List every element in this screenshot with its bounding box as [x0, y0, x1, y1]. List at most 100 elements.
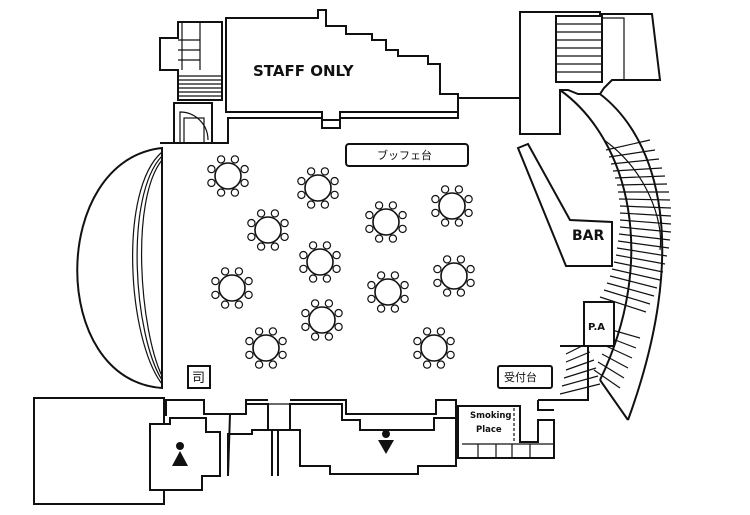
chair [332, 264, 341, 274]
chair [440, 185, 450, 194]
round-table [299, 241, 341, 283]
round-table [297, 167, 339, 209]
table-top [374, 278, 402, 306]
smoking-label-line2: Place [476, 425, 502, 435]
table-top [438, 192, 466, 220]
chair [254, 327, 264, 336]
chair [431, 194, 440, 204]
chair [322, 241, 332, 250]
chair [230, 155, 240, 164]
chair [270, 242, 280, 251]
chair [297, 190, 306, 200]
chair [299, 264, 308, 274]
chair [324, 299, 334, 308]
chair [280, 232, 289, 242]
reception-desk: 受付台 [497, 365, 553, 389]
chair [454, 218, 464, 227]
chair [240, 178, 249, 188]
chair [308, 241, 318, 250]
chair [324, 332, 334, 341]
chair [436, 360, 446, 369]
table-top [252, 334, 280, 362]
mens-restroom-icon [378, 430, 394, 454]
chair [310, 299, 320, 308]
mc-label: 司 [192, 371, 205, 386]
smoking-label-line1: Smoking [470, 411, 512, 421]
right-top-block [519, 11, 662, 135]
chair [332, 250, 341, 260]
chair [308, 274, 318, 283]
chair [466, 278, 475, 288]
chair [464, 194, 473, 204]
chair [334, 322, 343, 332]
top-left-stairs [159, 21, 223, 101]
chair [247, 218, 256, 228]
chair [413, 350, 422, 360]
pa-label: P.A [588, 322, 605, 333]
chair [220, 300, 230, 309]
chair [211, 290, 220, 300]
chair [374, 201, 384, 210]
chair [464, 208, 473, 218]
chair [256, 209, 266, 218]
stage [76, 146, 163, 390]
round-table [413, 327, 455, 369]
table-top [308, 306, 336, 334]
chair [442, 255, 452, 264]
reception-label: 受付台 [504, 370, 537, 384]
chair [400, 280, 409, 290]
chair [466, 264, 475, 274]
round-tables [207, 155, 475, 369]
chair [211, 276, 220, 286]
chair [278, 336, 287, 346]
round-table [211, 267, 253, 309]
table-top [254, 216, 282, 244]
curved-staircase [538, 89, 672, 421]
smoking-place: Smoking Place [457, 405, 555, 459]
bar-counter: BAR [516, 142, 613, 267]
table-top [440, 262, 468, 290]
chair [376, 304, 386, 313]
chair [245, 336, 254, 346]
bottom-left-room [33, 397, 165, 505]
chair [320, 167, 330, 176]
table-top [304, 174, 332, 202]
stair-door [173, 102, 213, 144]
chair [374, 234, 384, 243]
chair [367, 294, 376, 304]
chair [297, 176, 306, 186]
chair [207, 178, 216, 188]
chair [320, 200, 330, 209]
round-table [245, 327, 287, 369]
buffet-label: ブッフェ台 [377, 148, 432, 162]
chair [436, 327, 446, 336]
round-table [431, 185, 473, 227]
chair [446, 336, 455, 346]
chair [390, 304, 400, 313]
chair [230, 188, 240, 197]
chair [330, 176, 339, 186]
chair [367, 280, 376, 290]
chair [207, 164, 216, 174]
chair [244, 290, 253, 300]
round-table [367, 271, 409, 313]
table-top [420, 334, 448, 362]
table-top [218, 274, 246, 302]
chair [388, 234, 398, 243]
womens-restroom-icon [172, 442, 188, 466]
chair [398, 224, 407, 234]
chair [365, 224, 374, 234]
chair [270, 209, 280, 218]
chair [268, 327, 278, 336]
chair [422, 360, 432, 369]
chair [400, 294, 409, 304]
chair [398, 210, 407, 220]
chair [456, 255, 466, 264]
chair [440, 218, 450, 227]
chair [431, 208, 440, 218]
chair [234, 300, 244, 309]
bar-label: BAR [572, 228, 605, 244]
chair [365, 210, 374, 220]
chair [376, 271, 386, 280]
